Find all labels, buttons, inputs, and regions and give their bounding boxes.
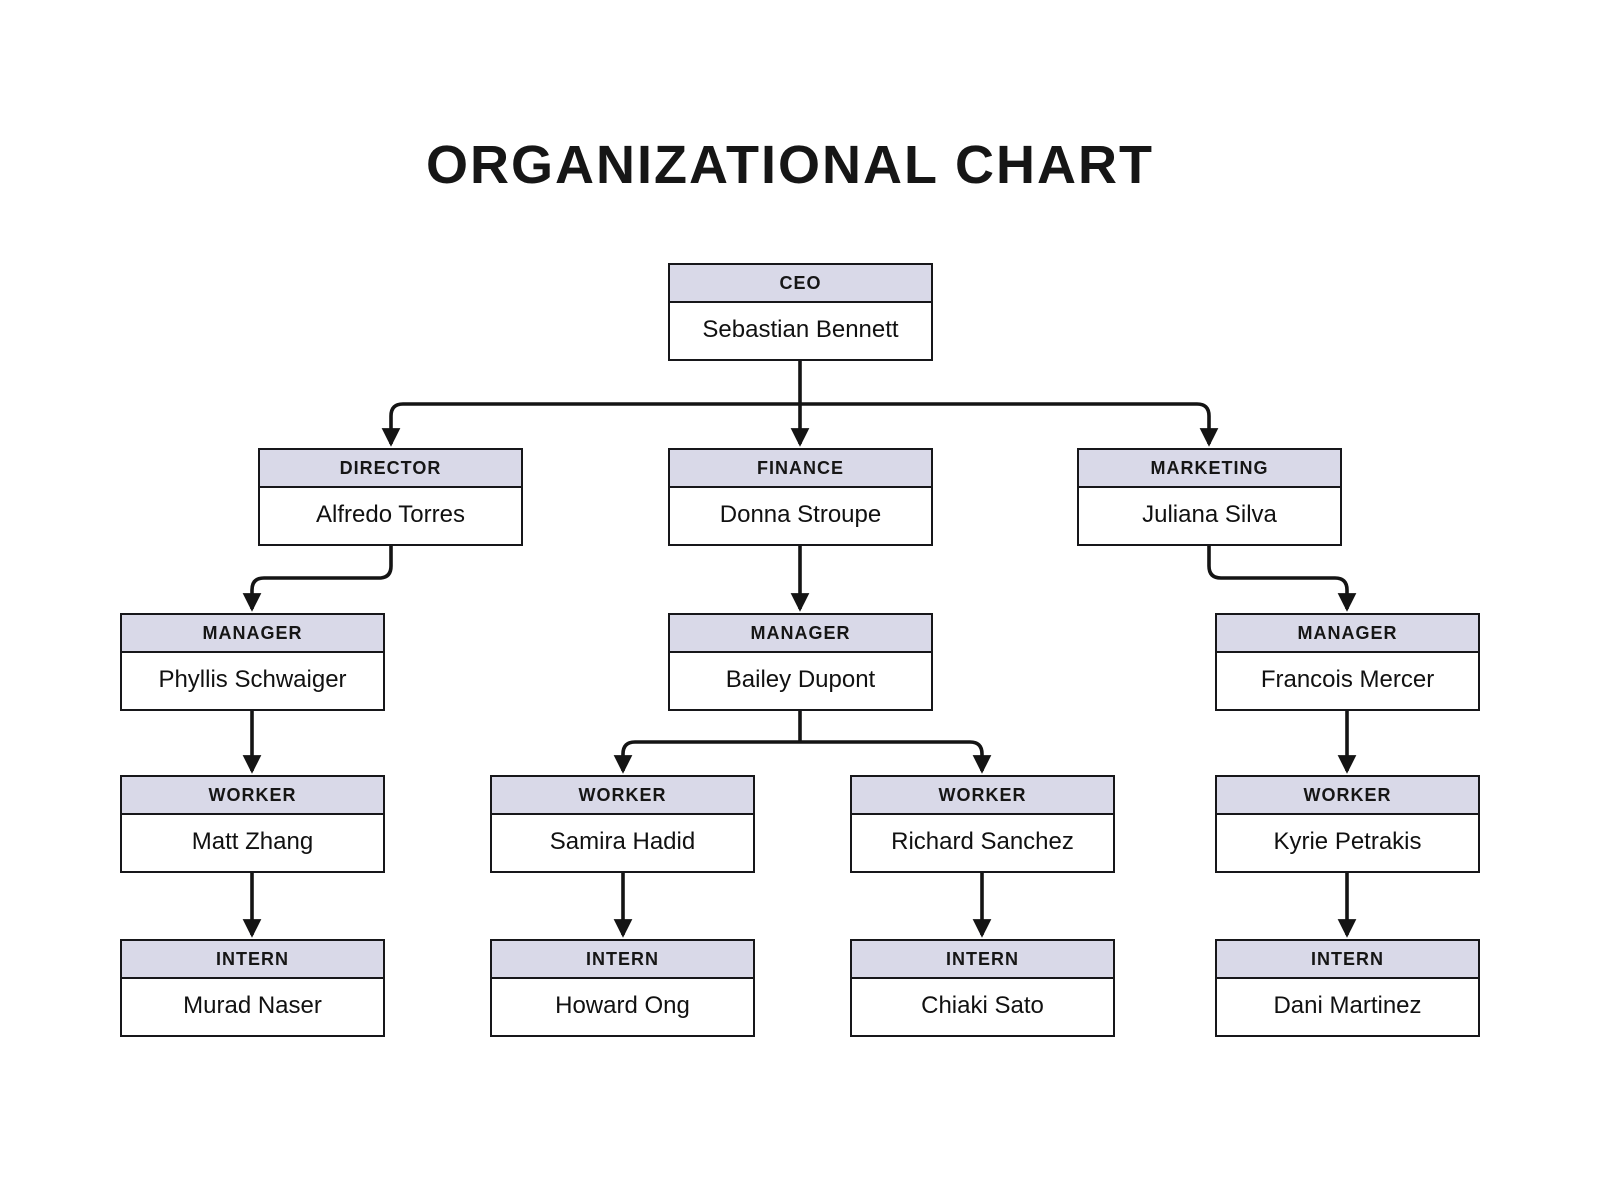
edge-director-manager1 xyxy=(242,546,393,612)
page-title: ORGANIZATIONAL CHART xyxy=(426,135,1154,195)
node-person-name: Donna Stroupe xyxy=(719,501,882,528)
org-node-worker-3: WORKER Richard Sanchez xyxy=(850,775,1115,873)
node-role-header: MANAGER xyxy=(670,615,931,653)
node-role-header: DIRECTOR xyxy=(260,450,521,488)
node-person-name: Kyrie Petrakis xyxy=(1273,828,1422,855)
node-role-header: WORKER xyxy=(1217,777,1478,815)
node-role-header: CEO xyxy=(670,265,931,303)
org-node-intern-4: INTERN Dani Martinez xyxy=(1215,939,1480,1037)
org-node-finance: FINANCE Donna Stroupe xyxy=(668,448,933,546)
node-role-header: INTERN xyxy=(492,941,753,979)
node-person-name: Sebastian Bennett xyxy=(702,316,899,343)
node-person-name: Richard Sanchez xyxy=(891,828,1074,855)
node-role-header: INTERN xyxy=(852,941,1113,979)
edge-ceo-marketing xyxy=(800,402,1219,447)
node-person-name: Howard Ong xyxy=(555,992,690,1019)
org-node-marketing: MARKETING Juliana Silva xyxy=(1077,448,1342,546)
org-node-worker-1: WORKER Matt Zhang xyxy=(120,775,385,873)
edge-manager2-worker2 xyxy=(613,740,800,774)
node-person-name: Matt Zhang xyxy=(191,828,314,855)
node-role-header: INTERN xyxy=(1217,941,1478,979)
org-node-worker-2: WORKER Samira Hadid xyxy=(490,775,755,873)
org-node-worker-4: WORKER Kyrie Petrakis xyxy=(1215,775,1480,873)
node-role-header: MANAGER xyxy=(1217,615,1478,653)
node-role-header: WORKER xyxy=(492,777,753,815)
node-person-name: Phyllis Schwaiger xyxy=(158,666,347,693)
node-person-name: Chiaki Sato xyxy=(921,992,1044,1019)
org-node-director: DIRECTOR Alfredo Torres xyxy=(258,448,523,546)
node-person-name: Francois Mercer xyxy=(1260,666,1435,693)
org-node-manager-3: MANAGER Francois Mercer xyxy=(1215,613,1480,711)
org-node-intern-2: INTERN Howard Ong xyxy=(490,939,755,1037)
node-person-name: Juliana Silva xyxy=(1142,501,1277,528)
node-role-header: WORKER xyxy=(852,777,1113,815)
node-person-name: Alfredo Torres xyxy=(316,501,465,528)
node-role-header: WORKER xyxy=(122,777,383,815)
node-role-header: FINANCE xyxy=(670,450,931,488)
org-node-intern-3: INTERN Chiaki Sato xyxy=(850,939,1115,1037)
org-node-ceo: CEO Sebastian Bennett xyxy=(668,263,933,361)
node-role-header: MARKETING xyxy=(1079,450,1340,488)
node-person-name: Bailey Dupont xyxy=(725,666,876,693)
node-person-name: Dani Martinez xyxy=(1273,992,1422,1019)
edge-ceo-director xyxy=(381,402,800,447)
org-node-intern-1: INTERN Murad Naser xyxy=(120,939,385,1037)
node-person-name: Murad Naser xyxy=(183,992,322,1019)
org-node-manager-1: MANAGER Phyllis Schwaiger xyxy=(120,613,385,711)
node-role-header: MANAGER xyxy=(122,615,383,653)
edge-marketing-manager3 xyxy=(1207,546,1357,612)
node-person-name: Samira Hadid xyxy=(549,828,696,855)
edge-manager2-worker3 xyxy=(800,740,992,774)
org-node-manager-2: MANAGER Bailey Dupont xyxy=(668,613,933,711)
node-role-header: INTERN xyxy=(122,941,383,979)
